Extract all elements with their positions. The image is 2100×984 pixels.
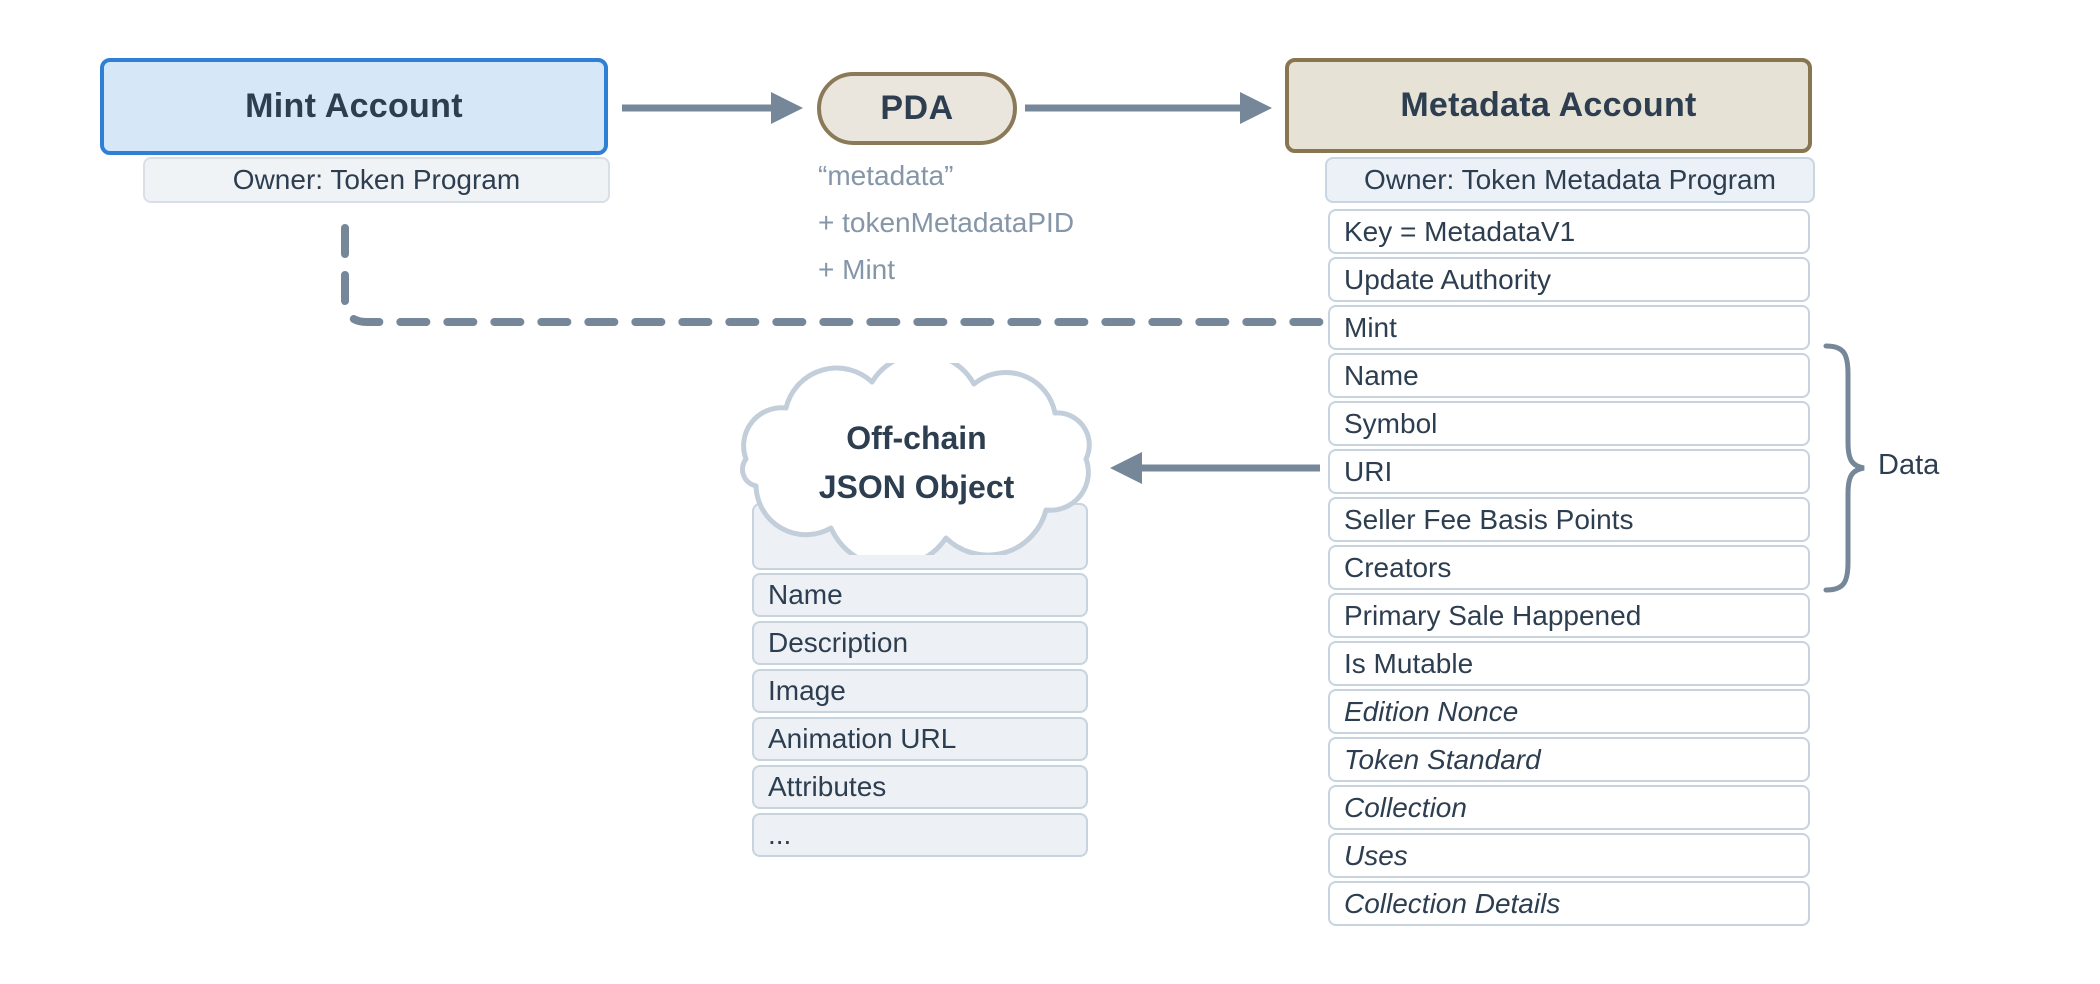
data-brace-label: Data: [1878, 449, 1940, 481]
offchain-json-field-row: Attributes: [752, 765, 1088, 809]
arrow-pda-to-metadata-icon: [1025, 92, 1272, 124]
offchain-cloud-title-line: Off-chain: [846, 420, 987, 456]
offchain-json-field-row: ...: [752, 813, 1088, 857]
mint-account-box: Mint Account: [100, 58, 608, 155]
metadata-account-owner: Owner: Token Metadata Program: [1325, 157, 1815, 203]
pda-seed-line: “metadata”: [818, 160, 954, 191]
metadata-field-row: Mint: [1328, 305, 1810, 350]
metadata-field-row: Collection: [1328, 785, 1810, 830]
metadata-field-row: Primary Sale Happened: [1328, 593, 1810, 638]
metadata-field-list: Key = MetadataV1 Update Authority Mint N…: [1328, 209, 1810, 929]
metadata-field-row: Creators: [1328, 545, 1810, 590]
metadata-field-row: Seller Fee Basis Points: [1328, 497, 1810, 542]
mint-account-owner: Owner: Token Program: [143, 157, 610, 203]
metadata-field-row: Update Authority: [1328, 257, 1810, 302]
metadata-field-row: Collection Details: [1328, 881, 1810, 926]
offchain-json-field-list: Name Description Image Animation URL Att…: [752, 573, 1088, 861]
arrow-uri-to-cloud-icon: [1110, 452, 1320, 484]
metadata-field-row: Edition Nonce: [1328, 689, 1810, 734]
offchain-json-field-row: Name: [752, 573, 1088, 617]
cloud-icon: [740, 363, 1092, 555]
pda-label: PDA: [880, 89, 954, 127]
offchain-json-field-row: Image: [752, 669, 1088, 713]
metadata-account-title: Metadata Account: [1400, 86, 1697, 124]
mint-account-title: Mint Account: [245, 87, 463, 125]
offchain-cloud-title-line: JSON Object: [818, 469, 1015, 505]
metadata-account-box: Metadata Account: [1285, 58, 1812, 153]
metadata-field-row: Key = MetadataV1: [1328, 209, 1810, 254]
arrow-mint-to-pda-icon: [622, 92, 803, 124]
pda-seed-line: + Mint: [818, 254, 896, 285]
metadata-field-row: URI: [1328, 449, 1810, 494]
offchain-cloud-title: Off-chain JSON Object: [733, 414, 1100, 512]
pda-seed-line: + tokenMetadataPID: [818, 207, 1075, 238]
offchain-json-field-row: Animation URL: [752, 717, 1088, 761]
metadata-field-row: Uses: [1328, 833, 1810, 878]
offchain-json-field-row: Description: [752, 621, 1088, 665]
metadata-field-row: Symbol: [1328, 401, 1810, 446]
metadata-account-owner-label: Owner: Token Metadata Program: [1364, 164, 1776, 195]
pda-seeds: “metadata” + tokenMetadataPID + Mint: [818, 152, 1158, 293]
metadata-field-row: Is Mutable: [1328, 641, 1810, 686]
pda-pill: PDA: [817, 72, 1017, 145]
data-brace-icon: [1823, 343, 1865, 593]
mint-account-owner-label: Owner: Token Program: [232, 164, 521, 195]
metadata-field-row: Token Standard: [1328, 737, 1810, 782]
metadata-field-row: Name: [1328, 353, 1810, 398]
